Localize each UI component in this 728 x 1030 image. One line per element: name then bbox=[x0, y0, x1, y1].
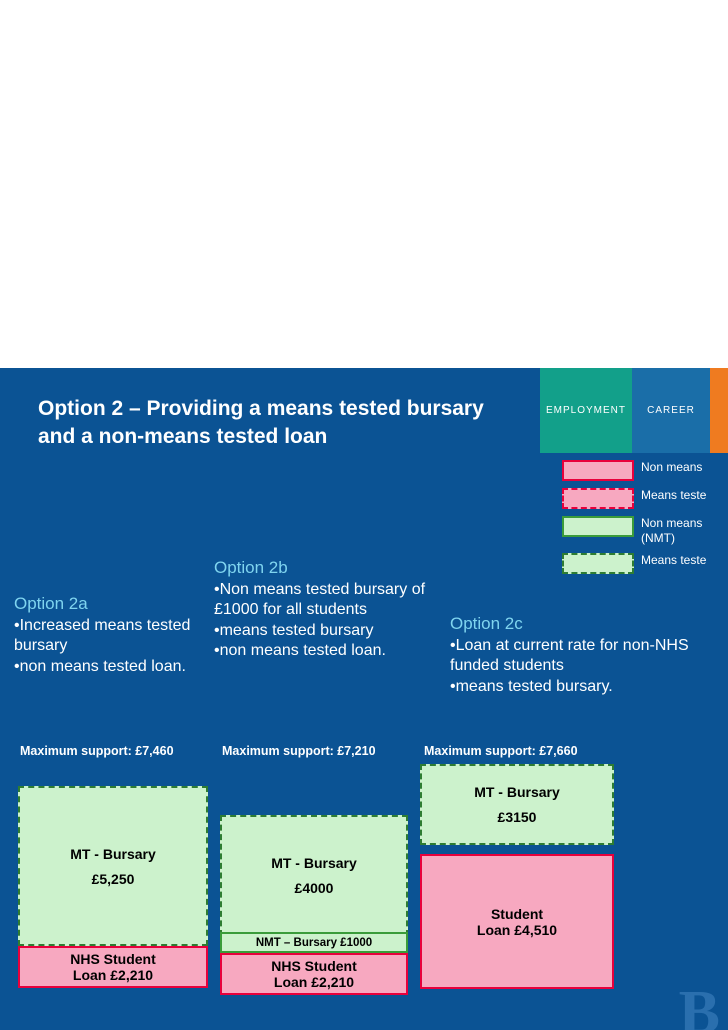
logo-watermark: B bbox=[678, 979, 720, 1030]
bar-option-2a-nhs-loan-value: Loan £2,210 bbox=[72, 967, 154, 983]
bar-option-2a-nhs-loan: NHS Student Loan £2,210 bbox=[18, 946, 208, 988]
option-2b-heading: Option 2b bbox=[214, 558, 288, 577]
slide-canvas: EMPLOYMENT CAREER Option 2 – Providing a… bbox=[0, 368, 728, 1030]
bar-option-2c-mt-bursary-label: MT - Bursary bbox=[474, 784, 560, 800]
option-2c-text: Option 2c •Loan at current rate for non-… bbox=[450, 614, 690, 697]
legend-item-means-tested-bursary: Means teste bbox=[562, 553, 728, 574]
bar-option-2b-mt-bursary-value: £4000 bbox=[294, 880, 334, 896]
bar-option-2a-mt-bursary-label: MT - Bursary bbox=[70, 845, 156, 862]
bar-option-2c-student-loan-value: Loan £4,510 bbox=[476, 921, 558, 938]
bar-option-2b-nhs-loan: NHS Student Loan £2,210 bbox=[220, 953, 408, 995]
legend-label-1: Means teste bbox=[641, 488, 707, 502]
option-2c-max-support: Maximum support: £7,660 bbox=[424, 744, 578, 758]
bar-option-2c-student-loan-label: Student bbox=[490, 905, 544, 922]
bar-option-2a-nhs-loan-label: NHS Student bbox=[70, 951, 156, 967]
tab-employment[interactable]: EMPLOYMENT bbox=[540, 368, 632, 453]
legend-label-2: Non means (NMT) bbox=[641, 516, 702, 546]
option-2b-bullet-1: •Non means tested bursary of £1000 for a… bbox=[214, 581, 426, 619]
tab-employment-label: EMPLOYMENT bbox=[545, 405, 626, 416]
legend-swatch-pink-dashed bbox=[562, 488, 634, 509]
tab-career-label: CAREER bbox=[647, 405, 695, 416]
legend-label-2-line1: Non means bbox=[641, 516, 703, 530]
option-2c-bullet-1: •Loan at current rate for non-NHS funded… bbox=[450, 637, 689, 675]
bar-option-2b-nhs-loan-label: NHS Student bbox=[271, 958, 357, 974]
legend-swatch-pink-solid bbox=[562, 460, 634, 481]
option-2b-text: Option 2b •Non means tested bursary of £… bbox=[214, 558, 439, 662]
slide-title: Option 2 – Providing a means tested burs… bbox=[38, 397, 484, 449]
bar-option-2c-student-loan: Student Loan £4,510 bbox=[420, 854, 614, 989]
legend-label-3: Means teste bbox=[641, 553, 707, 567]
legend-swatch-green-dashed bbox=[562, 553, 634, 574]
bar-option-2c-mt-bursary-value: £3150 bbox=[497, 809, 537, 825]
option-2a-bullet-2: •non means tested loan. bbox=[14, 657, 186, 675]
legend-item-non-means-bursary: Non means (NMT) bbox=[562, 516, 728, 546]
option-2a-max-support: Maximum support: £7,460 bbox=[20, 744, 174, 758]
bar-option-2c-mt-bursary: MT - Bursary £3150 bbox=[420, 764, 614, 845]
bar-option-2b-mt-bursary-label: MT - Bursary bbox=[271, 855, 357, 871]
tab-accent-orange bbox=[710, 368, 728, 453]
bar-option-2b-nmt-bursary-label: NMT – Bursary £1000 bbox=[255, 936, 373, 949]
legend-item-non-means-loan: Non means bbox=[562, 460, 728, 481]
legend-label-0: Non means bbox=[641, 460, 703, 474]
option-2b-bullet-2: •means tested bursary bbox=[214, 621, 374, 639]
legend-item-means-tested-loan: Means teste bbox=[562, 488, 728, 509]
option-2b-bullet-3: •non means tested loan. bbox=[214, 642, 386, 660]
legend: Non means Means teste Non means (NMT) Me… bbox=[562, 460, 728, 581]
option-2a-bullet-1: •Increased means tested bursary bbox=[14, 617, 191, 655]
option-2c-bullet-2: •means tested bursary. bbox=[450, 677, 613, 695]
bar-option-2b-mt-bursary: MT - Bursary £4000 bbox=[220, 815, 408, 936]
bar-option-2a-mt-bursary-value: £5,250 bbox=[91, 870, 135, 887]
option-2c-body: •Loan at current rate for non-NHS funded… bbox=[450, 636, 690, 697]
legend-swatch-green-solid bbox=[562, 516, 634, 537]
bar-option-2a-mt-bursary: MT - Bursary £5,250 bbox=[18, 786, 208, 946]
option-2b-max-support: Maximum support: £7,210 bbox=[222, 744, 376, 758]
option-2b-body: •Non means tested bursary of £1000 for a… bbox=[214, 580, 439, 662]
tab-career[interactable]: CAREER bbox=[632, 368, 710, 453]
option-2a-heading: Option 2a bbox=[14, 594, 88, 613]
bar-option-2b-nmt-bursary: NMT – Bursary £1000 bbox=[220, 932, 408, 953]
option-2a-text: Option 2a •Increased means tested bursar… bbox=[14, 594, 210, 677]
option-2a-body: •Increased means tested bursary •non mea… bbox=[14, 616, 210, 677]
legend-label-2-line2: (NMT) bbox=[641, 531, 675, 545]
option-2c-heading: Option 2c bbox=[450, 614, 523, 633]
bar-option-2b-nhs-loan-value: Loan £2,210 bbox=[273, 974, 355, 990]
